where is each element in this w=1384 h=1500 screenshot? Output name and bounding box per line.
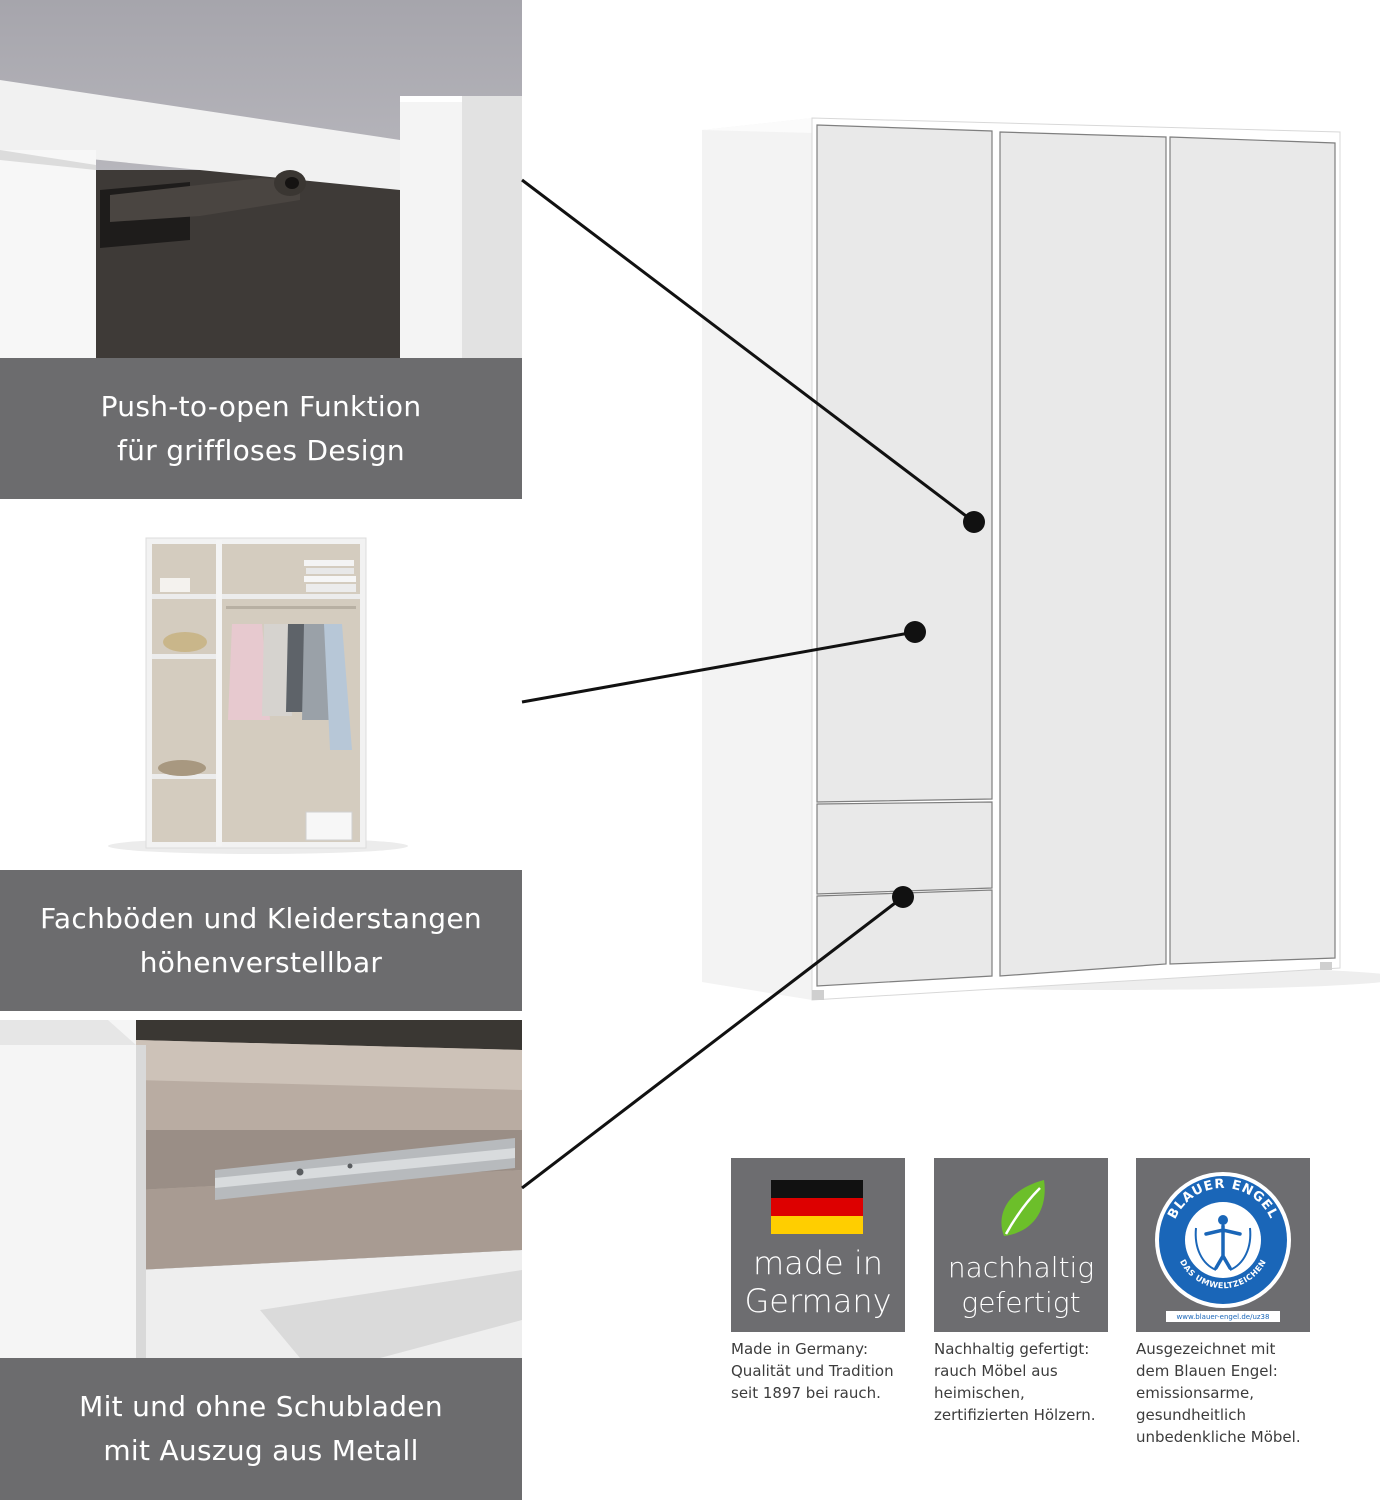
description-line: Made in Germany:	[731, 1340, 868, 1358]
sustainable-badge: nachhaltig gefertigt	[934, 1158, 1108, 1332]
caption-line: Push-to-open Funktion	[100, 389, 422, 423]
push-to-open-caption: Push-to-open Funktion für griffloses Des…	[0, 358, 522, 499]
blauer-engel-badge: BLAUER ENGEL DAS UMWELTZEICHEN www.blaue…	[1136, 1158, 1310, 1332]
german-flag-icon	[771, 1180, 863, 1234]
caption-line: für griffloses Design	[117, 433, 405, 467]
interior-illustration	[0, 520, 522, 870]
badge-label-line: gefertigt	[961, 1286, 1081, 1319]
badge-label-line: made in	[752, 1244, 884, 1282]
description-line: Nachhaltig gefertigt:	[934, 1340, 1090, 1358]
description-line: heimischen,	[934, 1384, 1025, 1402]
badge-label-line: Germany	[744, 1282, 892, 1320]
blauer-engel-description: Ausgezeichnet mit dem Blauen Engel: emis…	[1136, 1338, 1316, 1448]
blauer-engel-logo: BLAUER ENGEL DAS UMWELTZEICHEN www.blaue…	[1155, 1172, 1291, 1322]
shelves-caption: Fachböden und Kleiderstangen höhenverste…	[0, 870, 522, 1011]
drawers-caption: Mit und ohne Schubladen mit Auszug aus M…	[0, 1358, 522, 1500]
caption-line: Mit und ohne Schubladen	[79, 1390, 443, 1423]
caption-line: mit Auszug aus Metall	[103, 1434, 419, 1467]
caption-line: höhenverstellbar	[139, 945, 383, 979]
description-line: rauch Möbel aus	[934, 1362, 1058, 1380]
made-in-germany-badge: made in Germany	[731, 1158, 905, 1332]
leaf-icon	[1001, 1180, 1045, 1236]
description-line: zertifizierten Hölzern.	[934, 1406, 1096, 1424]
wardrobe-illustration	[690, 110, 1380, 1010]
description-line: gesundheitlich	[1136, 1406, 1246, 1424]
caption-line: Fachböden und Kleiderstangen	[40, 901, 482, 935]
push-to-open-photo	[0, 0, 522, 358]
description-line: Ausgezeichnet mit	[1136, 1340, 1276, 1358]
description-line: emissionsarme,	[1136, 1384, 1255, 1402]
blauer-engel-url: www.blauer-engel.de/uz38	[1177, 1313, 1270, 1321]
sustainable-description: Nachhaltig gefertigt: rauch Möbel aus he…	[934, 1338, 1114, 1426]
description-line: unbedenkliche Möbel.	[1136, 1428, 1301, 1446]
description-line: Qualität und Tradition	[731, 1362, 894, 1380]
made-in-germany-description: Made in Germany: Qualität und Tradition …	[731, 1338, 911, 1404]
description-line: dem Blauen Engel:	[1136, 1362, 1278, 1380]
drawer-photo	[0, 1020, 522, 1358]
badge-label-line: nachhaltig	[947, 1251, 1095, 1284]
description-line: seit 1897 bei rauch.	[731, 1384, 881, 1402]
